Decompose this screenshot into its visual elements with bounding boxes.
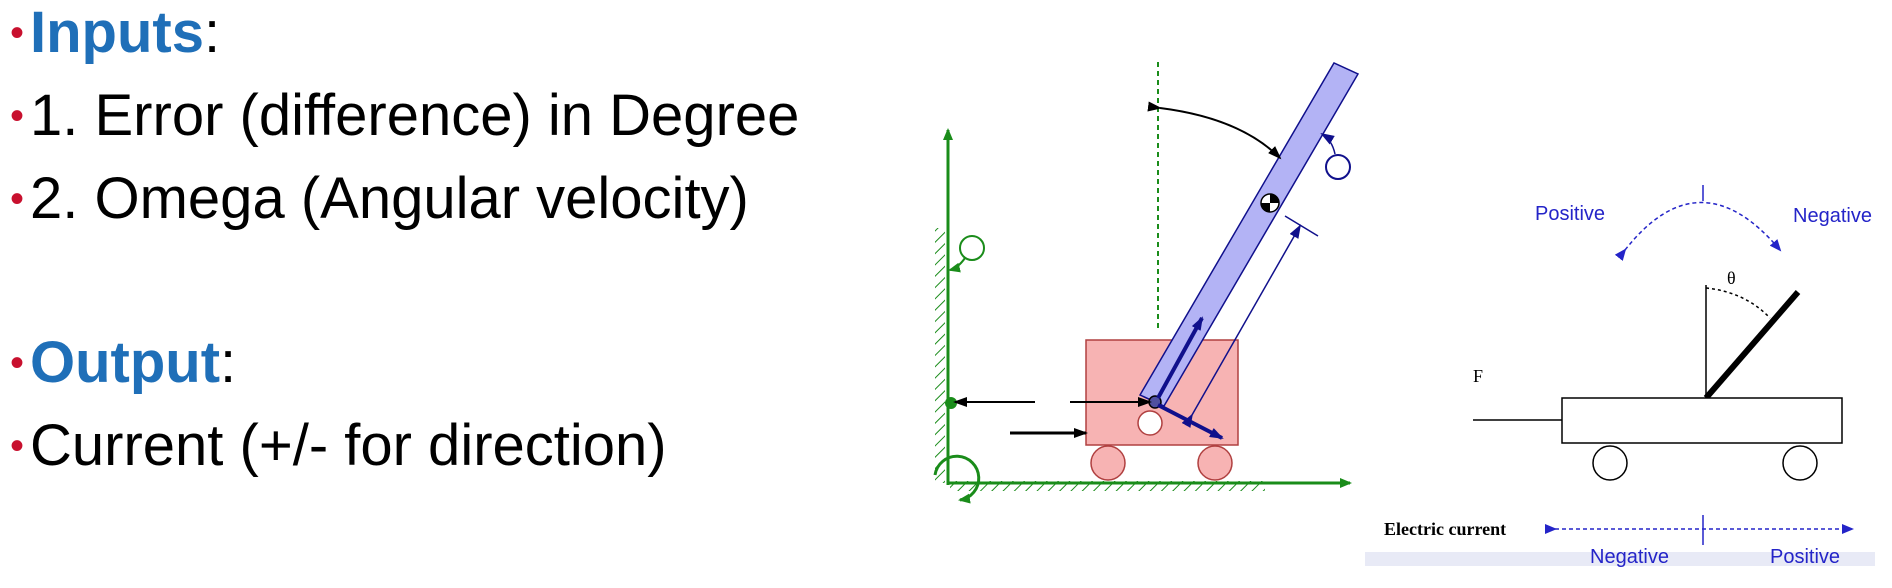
sign-convention-diagram: Positive Negative θ F Electric current N… [1365, 185, 1875, 568]
bullet-dot-icon: • [10, 94, 25, 138]
wall-label-circle [959, 235, 985, 261]
bottom-band [1365, 552, 1875, 566]
output-heading-line: •Output: [10, 330, 237, 395]
bullet-dot-icon: • [10, 424, 25, 468]
origin-rotation-arrow [933, 454, 981, 504]
rotation-direction-arrow [1614, 201, 1782, 261]
bullet-dot-icon: • [10, 177, 25, 221]
cart-label-circle [1137, 410, 1163, 436]
rod-length-dimension [1181, 224, 1301, 428]
cart-outline [1561, 397, 1843, 444]
top-positive-label: Positive [1535, 203, 1605, 225]
rod-axial-vector [1156, 316, 1204, 399]
rod-normal-vector [1157, 403, 1224, 440]
bullet-dot-icon: • [10, 341, 25, 385]
center-of-mass-icon [1260, 193, 1280, 213]
output-item-current: •Current (+/- for direction) [10, 413, 667, 478]
output-heading: Output [30, 330, 221, 395]
pendulum-cart-diagram [933, 62, 1360, 504]
input-item-error: •1. Error (difference) in Degree [10, 83, 800, 148]
dimension-tick [1284, 215, 1319, 237]
rod-rotation-leader [1320, 132, 1336, 155]
bullet-dot-icon: • [10, 11, 25, 55]
electric-current-label: Electric current [1384, 519, 1506, 539]
pole [1703, 290, 1801, 400]
theta-label: θ [1727, 268, 1736, 288]
right-cart-wheel-right [1782, 445, 1818, 481]
inputs-heading-line: •Inputs: [10, 0, 221, 65]
bottom-negative-label: Negative [1590, 546, 1669, 568]
floor-hatch [950, 481, 1265, 491]
wall-hatch [935, 228, 945, 483]
angle-arc-arrow [1147, 101, 1282, 160]
wall-label-leader [948, 257, 966, 273]
top-negative-label: Negative [1793, 205, 1872, 227]
force-label: F [1473, 366, 1483, 386]
cart-wheel-left [1090, 445, 1126, 481]
theta-arc [1705, 287, 1771, 319]
cart-wheel-right [1197, 445, 1233, 481]
input-item-omega: •2. Omega (Angular velocity) [10, 166, 749, 231]
rod-label-circle [1325, 154, 1351, 180]
inputs-heading: Inputs [30, 0, 204, 65]
pendulum-rod [1138, 62, 1360, 407]
right-cart-wheel-left [1592, 445, 1628, 481]
bottom-positive-label: Positive [1770, 546, 1840, 568]
